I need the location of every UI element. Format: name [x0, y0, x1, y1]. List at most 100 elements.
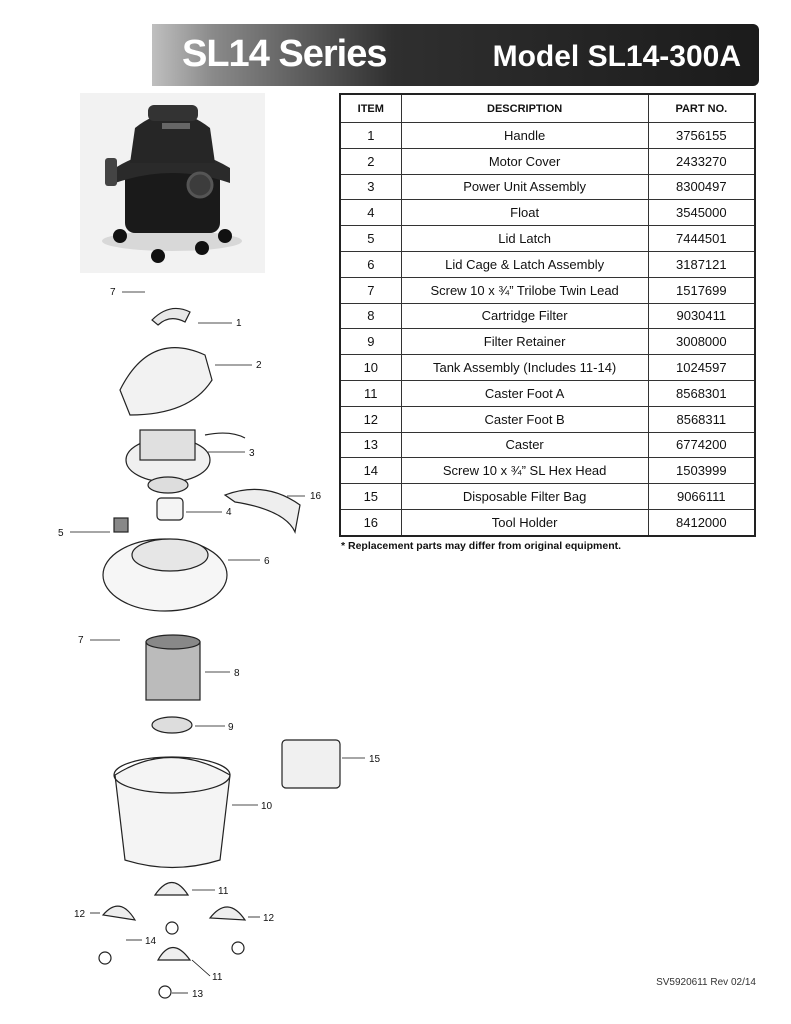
item-cell: 10	[339, 354, 402, 381]
model-title: Model SL14-300A	[492, 40, 741, 73]
item-cell: 2	[339, 147, 402, 175]
description-cell: Cartridge Filter	[400, 302, 649, 330]
replacement-note: * Replacement parts may differ from orig…	[341, 540, 622, 552]
part-no-cell: 8568311	[647, 405, 756, 433]
part-no-cell: 8568301	[647, 379, 756, 407]
caster-2	[165, 921, 179, 935]
description-cell: Disposable Filter Bag	[400, 483, 649, 510]
callout-15: 15	[369, 754, 381, 765]
part-no-cell: 6774200	[647, 431, 756, 459]
item-cell: 13	[339, 431, 402, 459]
callout-14: 14	[145, 936, 157, 947]
description-cell: Filter Retainer	[400, 328, 649, 356]
item-cell: 9	[339, 328, 402, 356]
description-cell: Lid Cage & Latch Assembly	[400, 250, 649, 278]
callout-1: 1	[236, 318, 242, 329]
caster-foot-a-top	[153, 881, 190, 896]
callout-7-lower: 7	[78, 635, 84, 646]
header-part-no: PART NO.	[647, 93, 756, 123]
exploded-parts-diagram: 7 1 2 3 16 4 5 6 7 8 9 15 10 11 12 12 14…	[58, 287, 381, 1000]
header-item: ITEM	[339, 93, 402, 123]
tank-part	[114, 756, 231, 869]
item-cell: 16	[339, 508, 402, 537]
part-no-cell: 2433270	[647, 147, 756, 175]
caster-foot-b-left	[101, 905, 137, 921]
description-cell: Screw 10 x ¾” Trilobe Twin Lead	[400, 276, 649, 304]
series-title: SL14 Series	[182, 33, 387, 75]
item-cell: 6	[339, 250, 402, 278]
part-no-cell: 8300497	[647, 173, 756, 201]
caster-foot-a-bottom	[156, 946, 192, 961]
description-cell: Float	[400, 199, 649, 227]
item-cell: 3	[339, 173, 402, 201]
callout-13: 13	[192, 989, 204, 1000]
callout-9: 9	[228, 722, 234, 733]
float-part	[156, 497, 184, 521]
cartridge-filter-part	[145, 641, 201, 701]
filter-bag-part	[281, 739, 341, 789]
item-cell: 8	[339, 302, 402, 330]
item-cell: 11	[339, 379, 402, 407]
caster-4	[158, 985, 172, 999]
part-no-cell: 7444501	[647, 225, 756, 252]
description-cell: Tool Holder	[400, 508, 649, 537]
description-cell: Caster	[400, 431, 649, 459]
item-cell: 4	[339, 199, 402, 227]
callout-11-top: 11	[218, 886, 229, 897]
parts-table-header: ITEM DESCRIPTION PART NO.	[339, 93, 756, 123]
part-no-cell: 1503999	[647, 457, 756, 485]
lid-latch-part	[113, 517, 129, 533]
description-cell: Power Unit Assembly	[400, 173, 649, 201]
header-description: DESCRIPTION	[400, 93, 649, 123]
callout-8: 8	[234, 668, 240, 679]
callout-12-right: 12	[263, 913, 275, 924]
callout-2: 2	[256, 360, 262, 371]
handle-part	[151, 307, 191, 326]
item-cell: 12	[339, 405, 402, 433]
part-no-cell: 8412000	[647, 508, 756, 537]
item-cell: 15	[339, 483, 402, 510]
description-cell: Caster Foot B	[400, 405, 649, 433]
tool-holder-part	[223, 488, 301, 534]
filter-retainer-part	[151, 716, 193, 734]
part-no-cell: 3187121	[647, 250, 756, 278]
callout-5: 5	[58, 528, 64, 539]
description-cell: Motor Cover	[400, 147, 649, 175]
callout-10: 10	[261, 801, 273, 812]
item-cell: 7	[339, 276, 402, 304]
callout-3: 3	[249, 448, 255, 459]
description-cell: Tank Assembly (Includes 11-14)	[400, 354, 649, 381]
part-no-cell: 3756155	[647, 122, 756, 149]
wet-dry-vac-image	[102, 105, 242, 263]
description-cell: Caster Foot A	[400, 379, 649, 407]
caster-1	[98, 951, 112, 965]
part-no-cell: 9030411	[647, 302, 756, 330]
title-banner: SL14 Series Model SL14-300A	[152, 24, 759, 86]
callout-11-bottom: 11	[212, 972, 223, 983]
description-cell: Handle	[400, 122, 649, 149]
part-no-cell: 9066111	[647, 483, 756, 510]
document-code: SV5920611 Rev 02/14	[656, 977, 756, 988]
description-cell: Screw 10 x ¾” SL Hex Head	[400, 457, 649, 485]
part-no-cell: 1024597	[647, 354, 756, 381]
product-photo	[80, 93, 265, 273]
caster-3	[231, 941, 245, 955]
callout-12-left: 12	[74, 909, 86, 920]
callout-4: 4	[226, 507, 232, 518]
